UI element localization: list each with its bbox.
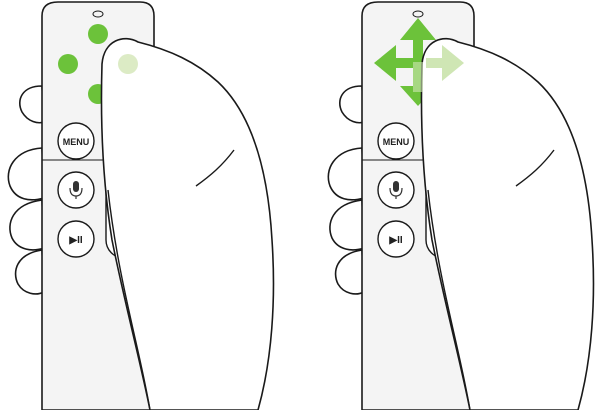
microphone-icon bbox=[69, 181, 83, 199]
right-menu-label: MENU bbox=[383, 137, 410, 147]
swipe-arrow-right-icon bbox=[442, 45, 464, 81]
swipe-arrow-up-icon bbox=[400, 18, 436, 40]
tap-point-top bbox=[88, 24, 108, 44]
left-play-pause-button[interactable]: ▶II bbox=[57, 220, 95, 258]
microphone-icon bbox=[389, 181, 403, 199]
left-palm bbox=[100, 37, 275, 410]
left-thumb-crease bbox=[195, 149, 235, 187]
right-thumb-crease bbox=[515, 149, 555, 187]
swipe-arrow-right-faded bbox=[413, 45, 464, 92]
right-panel: MENU ▶II + − bbox=[327, 1, 595, 410]
tap-point-right bbox=[118, 54, 138, 74]
tap-point-left bbox=[58, 54, 78, 74]
left-play-pause-label: ▶II bbox=[68, 235, 82, 246]
right-palm bbox=[420, 37, 595, 410]
swipe-arrow-left-icon bbox=[374, 45, 396, 81]
left-menu-button[interactable]: MENU bbox=[57, 122, 95, 160]
left-thumb-edge bbox=[107, 189, 151, 410]
right-menu-button[interactable]: MENU bbox=[377, 122, 415, 160]
left-menu-label: MENU bbox=[63, 137, 90, 147]
right-back-fingers bbox=[327, 85, 365, 295]
swipe-arrow-horizontal-shaft bbox=[388, 58, 428, 68]
left-hand bbox=[100, 37, 275, 410]
left-panel: MENU ▶II + − bbox=[7, 1, 275, 410]
left-back-fingers bbox=[7, 85, 45, 295]
left-status-light bbox=[92, 10, 104, 18]
right-thumb-edge bbox=[427, 189, 471, 410]
right-play-pause-button[interactable]: ▶II bbox=[377, 220, 415, 258]
right-hand bbox=[413, 37, 595, 410]
right-status-light bbox=[412, 10, 424, 18]
right-play-pause-label: ▶II bbox=[388, 235, 402, 246]
left-mic-button[interactable] bbox=[57, 171, 95, 209]
right-mic-button[interactable] bbox=[377, 171, 415, 209]
